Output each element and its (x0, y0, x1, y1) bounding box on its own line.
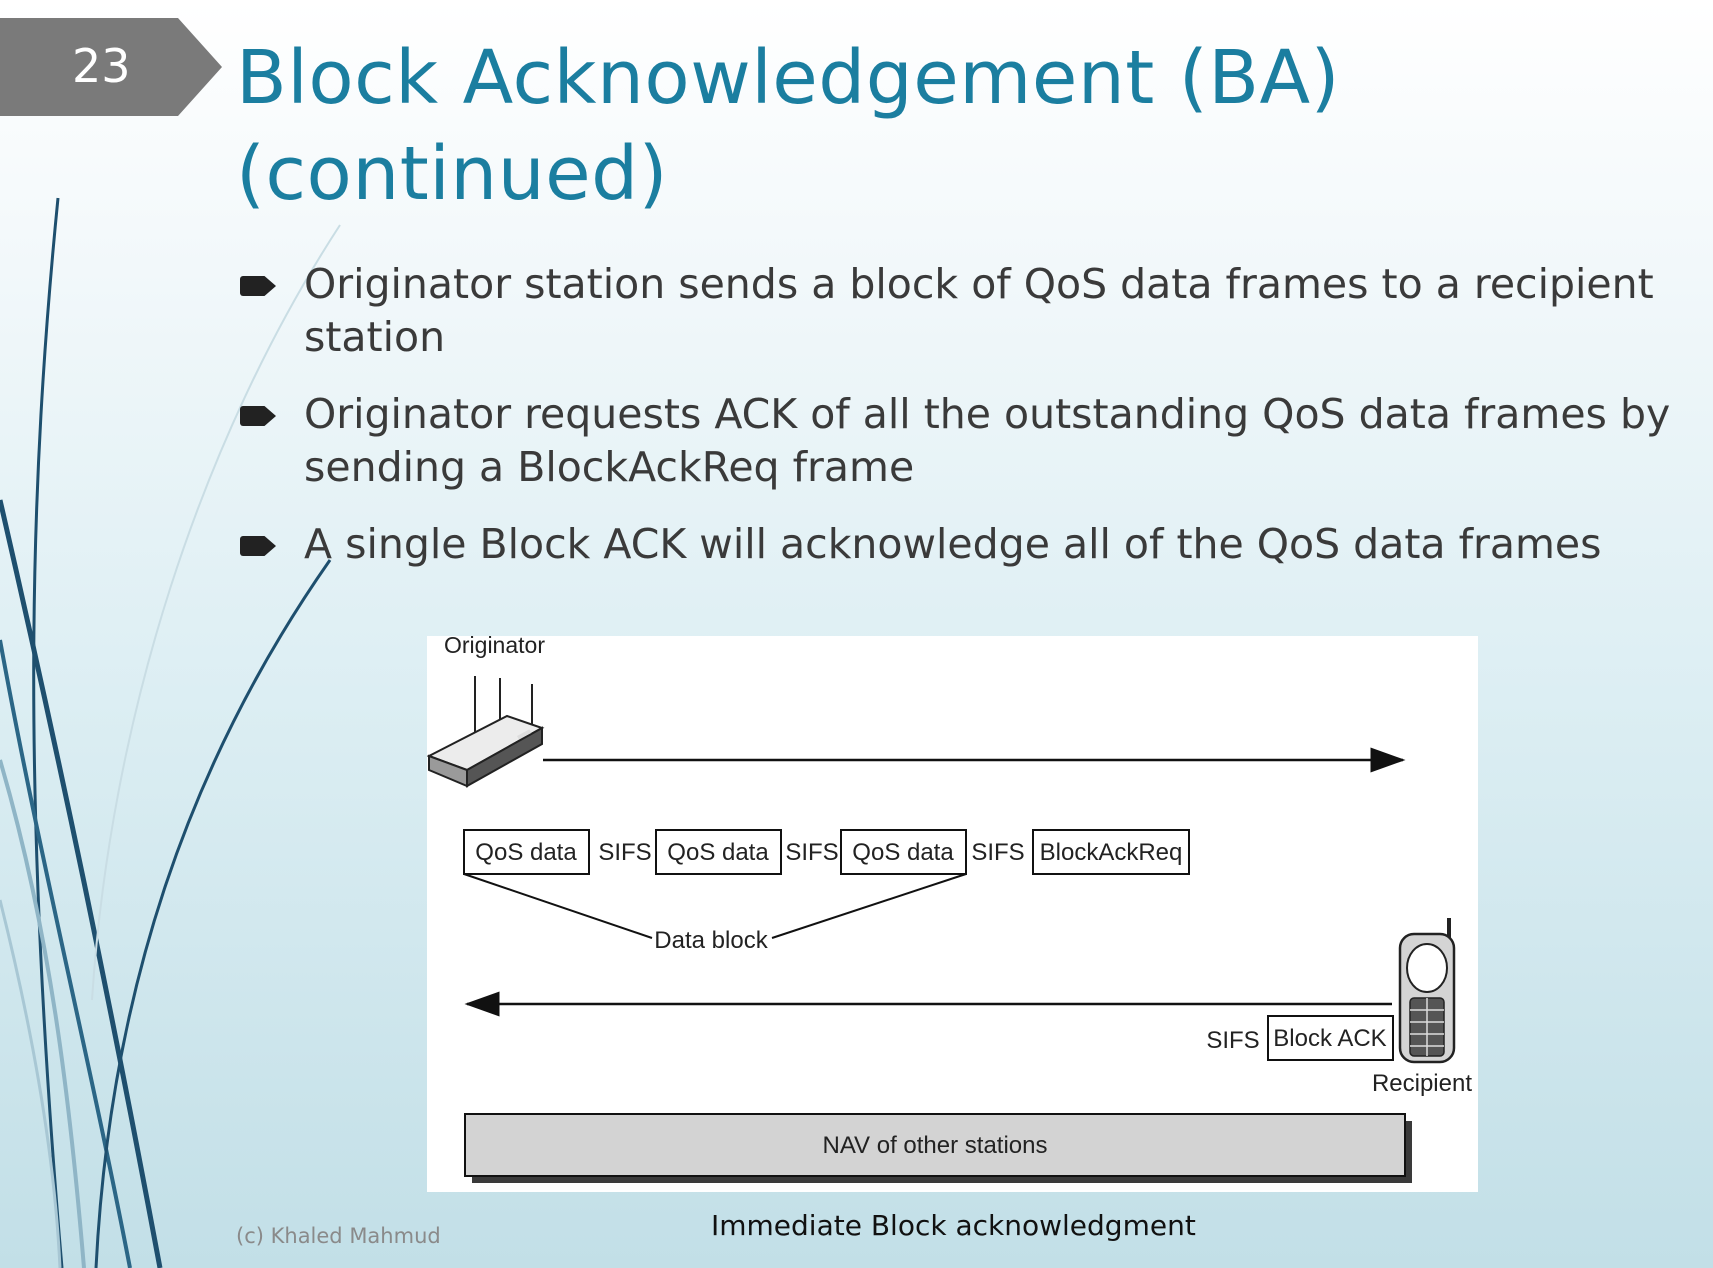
data-block-bracket-right (771, 873, 967, 939)
title-line-2: (continued) (236, 131, 668, 217)
qos-data-label: QoS data (852, 839, 954, 866)
sifs-label: SIFS (785, 839, 838, 866)
qos-data-frame (655, 829, 782, 875)
sifs-label: SIFS (598, 839, 651, 866)
bullet-item: Originator requests ACK of all the outst… (236, 388, 1676, 494)
slide-number-badge: 23 (0, 18, 222, 116)
sifs-label: SIFS (971, 839, 1024, 866)
arrow-bullet-icon (240, 536, 276, 556)
arrow-bullet-icon (240, 276, 276, 296)
response-sifs-label: SIFS (1206, 1027, 1259, 1054)
originator-label: Originator (444, 636, 545, 658)
qos-data-frame (463, 829, 590, 875)
qos-data-frame (840, 829, 967, 875)
data-block-bracket-left (463, 873, 653, 939)
slide-number: 23 (72, 39, 131, 93)
mobile-phone-icon (1398, 918, 1456, 1064)
slide-title: Block Acknowledgement (BA) (continued) (236, 30, 1676, 222)
block-ack-req-label: BlockAckReq (1040, 839, 1183, 866)
qos-data-label: QoS data (667, 839, 769, 866)
arrow-bullet-icon (240, 406, 276, 426)
block-ack-req-frame (1032, 829, 1190, 875)
recipient-label: Recipient (1372, 1070, 1472, 1097)
block-ack-label: Block ACK (1273, 1025, 1386, 1052)
block-ack-diagram: Originator QoS data SIFS QoS data SIFS Q… (427, 636, 1478, 1192)
bullet-text: Originator station sends a block of QoS … (304, 260, 1654, 361)
nav-label: NAV of other stations (823, 1132, 1048, 1159)
data-block-label: Data block (654, 927, 768, 954)
frame-sequence: QoS data SIFS QoS data SIFS QoS data SIF… (463, 829, 1190, 875)
title-line-1: Block Acknowledgement (BA) (236, 35, 1340, 121)
bullet-list: Originator station sends a block of QoS … (236, 258, 1676, 595)
block-ack-frame (1267, 1015, 1394, 1061)
bullet-text: A single Block ACK will acknowledge all … (304, 520, 1602, 568)
bullet-item: A single Block ACK will acknowledge all … (236, 518, 1676, 571)
nav-bar (464, 1113, 1406, 1177)
footer-credit: (c) Khaled Mahmud (236, 1224, 441, 1248)
figure-caption: Immediate Block acknowledgment (711, 1209, 1196, 1242)
bullet-item: Originator station sends a block of QoS … (236, 258, 1676, 364)
bullet-text: Originator requests ACK of all the outst… (304, 390, 1671, 491)
access-point-icon (427, 676, 545, 788)
qos-data-label: QoS data (475, 839, 577, 866)
